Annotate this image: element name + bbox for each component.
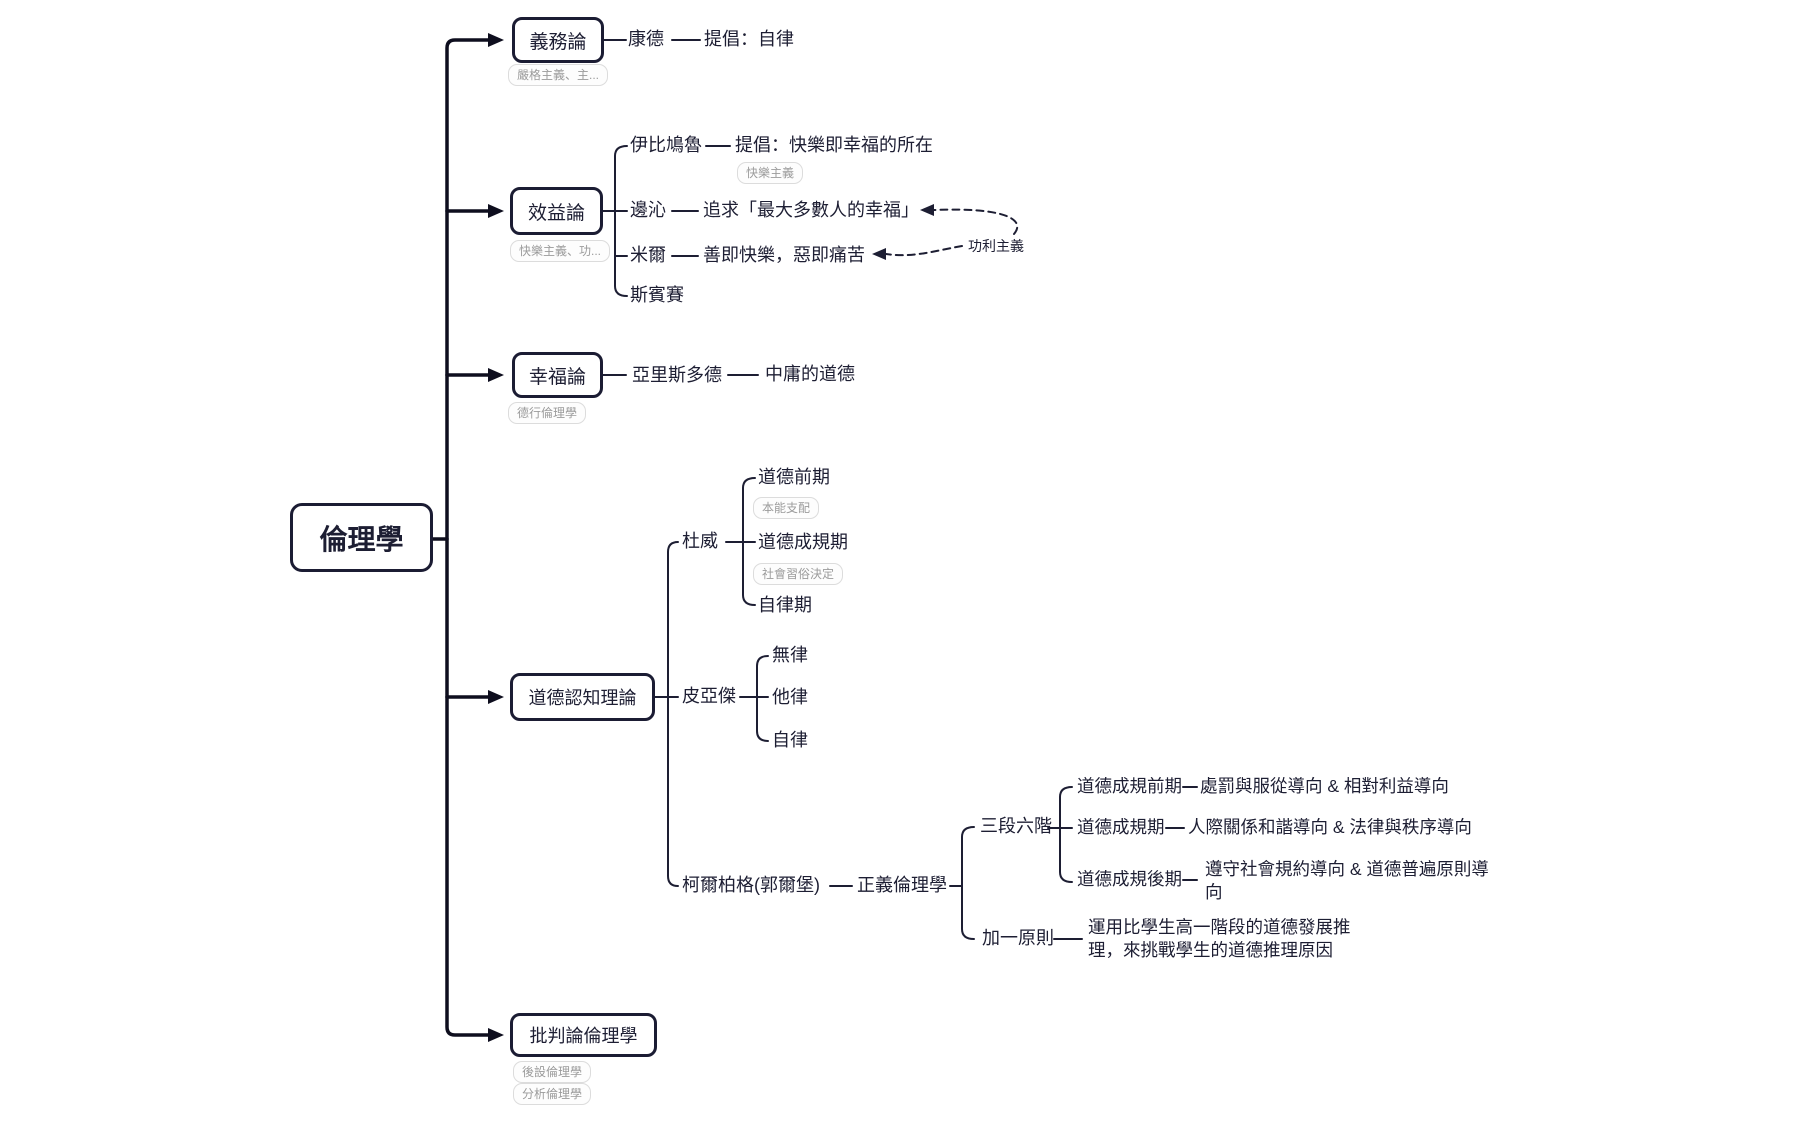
tag-critical-2[interactable]: 分析倫理學 xyxy=(513,1083,592,1105)
topic-plus-one[interactable]: 加一原則 xyxy=(982,927,1054,948)
branch-lines xyxy=(602,39,1198,940)
topic-deontology-label: 義務論 xyxy=(529,31,587,53)
topic-mill-claim[interactable]: 善即快樂，惡即痛苦 xyxy=(703,244,865,265)
topic-kohlberg-theory[interactable]: 正義倫理學 xyxy=(857,874,947,895)
topic-kant-claim[interactable]: 提倡：自律 xyxy=(704,28,794,49)
topic-piaget[interactable]: 皮亞傑 xyxy=(682,685,736,706)
relationship-label-utilitarianism[interactable]: 功利主義 xyxy=(968,238,1024,254)
topic-three-levels[interactable]: 三段六階 xyxy=(980,815,1052,836)
relationship-arrows xyxy=(885,208,1019,257)
tag-dewey-stage-2[interactable]: 社會習俗決定 xyxy=(753,563,844,585)
tag-epicurus[interactable]: 快樂主義 xyxy=(737,162,804,184)
root-topic-label: 倫理學 xyxy=(319,523,404,555)
relationship-arrowheads xyxy=(872,204,934,260)
topic-piaget-stage-2[interactable]: 他律 xyxy=(772,686,808,707)
topic-eudaimonia-label: 幸福論 xyxy=(528,366,586,388)
root-topic[interactable]: 倫理學 xyxy=(290,503,433,572)
topic-level-1[interactable]: 道德成規前期 xyxy=(1077,776,1182,797)
topic-kohlberg[interactable]: 柯爾柏格(郭爾堡) xyxy=(682,874,820,895)
topic-dewey[interactable]: 杜威 xyxy=(682,530,718,551)
topic-dewey-stage-2[interactable]: 道德成規期 xyxy=(758,531,848,552)
topic-level-3-desc[interactable]: 遵守社會規約導向 & 道德普遍原則導向 xyxy=(1205,859,1489,902)
topic-epicurus-claim[interactable]: 提倡：快樂即幸福的所在 xyxy=(735,134,933,155)
topic-epicurus[interactable]: 伊比鳩魯 xyxy=(630,134,702,155)
tag-eudaimonia[interactable]: 德行倫理學 xyxy=(508,402,587,424)
topic-moral-cognition-label: 道德認知理論 xyxy=(528,688,637,708)
topic-aristotle-claim[interactable]: 中庸的道德 xyxy=(765,363,855,384)
topic-eudaimonia[interactable]: 幸福論 xyxy=(512,352,603,398)
topic-dewey-stage-1[interactable]: 道德前期 xyxy=(758,466,830,487)
topic-level-3[interactable]: 道德成規後期 xyxy=(1077,869,1182,890)
topic-utilitarianism-label: 效益論 xyxy=(527,202,585,224)
topic-piaget-stage-3[interactable]: 自律 xyxy=(772,729,808,750)
topic-plus-one-desc[interactable]: 運用比學生高一階段的道德發展推理，來挑戰學生的道德推理原因 xyxy=(1088,917,1351,960)
topic-level-2-desc[interactable]: 人際關係和諧導向 & 法律與秩序導向 xyxy=(1188,817,1472,838)
topic-dewey-stage-3[interactable]: 自律期 xyxy=(758,594,812,615)
topic-utilitarianism[interactable]: 效益論 xyxy=(510,187,603,235)
topic-mill[interactable]: 米爾 xyxy=(630,244,666,265)
tag-utilitarianism[interactable]: 快樂主義、功... xyxy=(510,240,611,262)
tag-deontology[interactable]: 嚴格主義、主... xyxy=(508,64,609,86)
topic-aristotle[interactable]: 亞里斯多德 xyxy=(632,364,722,385)
tag-critical-1[interactable]: 後設倫理學 xyxy=(513,1061,592,1083)
trunk-lines xyxy=(431,38,490,1037)
topic-bentham[interactable]: 邊沁 xyxy=(630,199,666,220)
topic-spencer[interactable]: 斯賓賽 xyxy=(630,284,684,305)
topic-level-1-desc[interactable]: 處罰與服從導向 & 相對利益導向 xyxy=(1200,776,1449,797)
tag-dewey-stage-1[interactable]: 本能支配 xyxy=(753,497,820,519)
topic-bentham-claim[interactable]: 追求「最大多數人的幸福」 xyxy=(703,199,919,220)
trunk-arrowheads xyxy=(488,33,504,1042)
topic-piaget-stage-1[interactable]: 無律 xyxy=(772,644,808,665)
topic-kant[interactable]: 康德 xyxy=(628,28,664,49)
topic-critical-ethics[interactable]: 批判論倫理學 xyxy=(510,1013,657,1057)
topic-level-2[interactable]: 道德成規期 xyxy=(1077,817,1165,838)
topic-critical-ethics-label: 批判論倫理學 xyxy=(529,1026,638,1046)
topic-moral-cognition[interactable]: 道德認知理論 xyxy=(510,673,655,721)
topic-deontology[interactable]: 義務論 xyxy=(512,17,604,63)
